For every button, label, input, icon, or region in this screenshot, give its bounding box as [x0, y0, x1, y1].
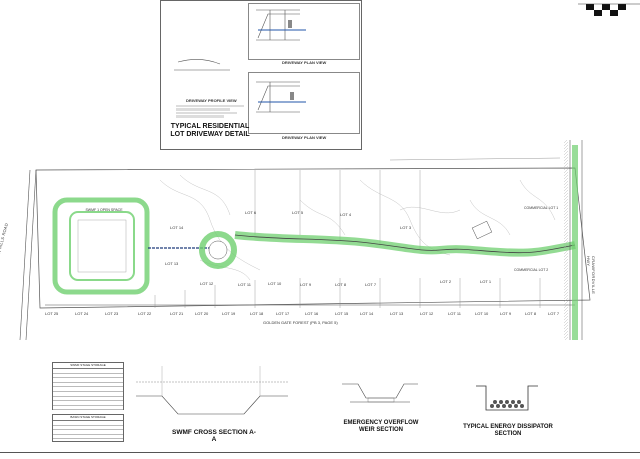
bottom-lot-label: LOT 12: [420, 311, 434, 316]
swmf-section-title: SWMF CROSS SECTION A-A: [172, 429, 256, 443]
interior-lot: LOT 8: [335, 282, 347, 287]
commercial-lot-2: COMMERCIAL LOT 2: [514, 268, 549, 272]
interior-lot: LOT 11: [238, 282, 251, 287]
swmf-stage-table: SWMF STAGE STORAGE: [52, 362, 124, 411]
bottom-lot-label: LOT 18: [250, 311, 264, 316]
bottom-lot-label: LOT 8: [525, 311, 537, 316]
bottom-lot-label: LOT 13: [390, 311, 404, 316]
interior-lot: LOT 13: [165, 261, 179, 266]
residential-detail-title: TYPICAL RESIDENTIAL LOT DRIVEWAY DETAIL: [170, 123, 250, 138]
bottom-lot-label: LOT 23: [105, 311, 119, 316]
bottom-lot-label: LOT 20: [195, 311, 209, 316]
driveway-notes: [176, 104, 244, 119]
bottom-lot-label: LOT 24: [75, 311, 89, 316]
bottom-lot-label: LOT 21: [170, 311, 184, 316]
interior-lot: LOT 3: [400, 225, 412, 230]
interior-lot: LOT 9: [300, 282, 312, 287]
bottom-lot-label: LOT 10: [475, 311, 489, 316]
sheet-bottom-rule: [0, 452, 640, 453]
bottom-lot-label: LOT 22: [138, 311, 152, 316]
dissipator-section: [476, 385, 538, 411]
interior-lot: LOT 2: [440, 279, 452, 284]
site-plan: [19, 140, 591, 340]
bottom-lot-label: LOT 15: [335, 311, 349, 316]
interior-lot: LOT 6: [245, 210, 257, 215]
bottom-lot-label: LOT 11: [448, 311, 461, 316]
swmf-stage-table-title: SWMF STAGE STORAGE: [53, 363, 123, 369]
interior-lot: LOT 1: [480, 279, 492, 284]
interior-lot: LOT 5: [292, 210, 304, 215]
interior-lot: LOT 7: [365, 282, 377, 287]
bottom-lot-label: LOT 25: [45, 311, 59, 316]
bottom-lot-label: LOT 19: [222, 311, 236, 316]
bottom-lot-label: LOT 7: [548, 311, 560, 316]
interior-lot: LOT 4: [340, 212, 352, 217]
commercial-lot-1: COMMERCIAL LOT 1: [524, 206, 559, 210]
bottom-lot-label: LOT 9: [500, 311, 512, 316]
interior-lot: LOT 12: [200, 281, 214, 286]
east-road-label: CRAWFORDVILLE HWY: [586, 256, 596, 295]
basin-stage-table: BASIN STAGE STORAGE: [52, 414, 124, 442]
driveway-profile-label: DRIVEWAY PROFILE VIEW: [186, 98, 237, 103]
weir-section-title: EMERGENCY OVERFLOW WEIR SECTION: [343, 420, 419, 433]
swmf-cross-section: [136, 366, 288, 415]
driveway-detail-lines: [174, 9, 306, 113]
driveway-plan-frame-bottom: [248, 72, 360, 134]
basin-stage-table-title: BASIN STAGE STORAGE: [53, 415, 123, 421]
dissipator-section-title: TYPICAL ENERGY DISSIPATOR SECTION: [463, 424, 553, 437]
bottom-lot-label: LOT 17: [276, 311, 290, 316]
driveway-plan-label-top: DRIVEWAY PLAN VIEW: [282, 60, 327, 65]
golden-gate-label: GOLDEN GATE FOREST (PB 3, PAGE 5): [263, 320, 338, 325]
driveway-plan-label-bottom: DRIVEWAY PLAN VIEW: [282, 135, 327, 140]
interior-lot: LOT 14: [170, 225, 184, 230]
weir-section: [342, 383, 418, 403]
interior-lot: LOT 10: [268, 281, 282, 286]
swmf-label: SWMF 1 OPEN SPACE: [85, 208, 123, 212]
driveway-plan-frame-top: [248, 3, 360, 60]
bottom-lot-label: LOT 14: [360, 311, 374, 316]
bottom-lot-label: LOT 16: [305, 311, 319, 316]
title-block-checker: [578, 3, 640, 16]
